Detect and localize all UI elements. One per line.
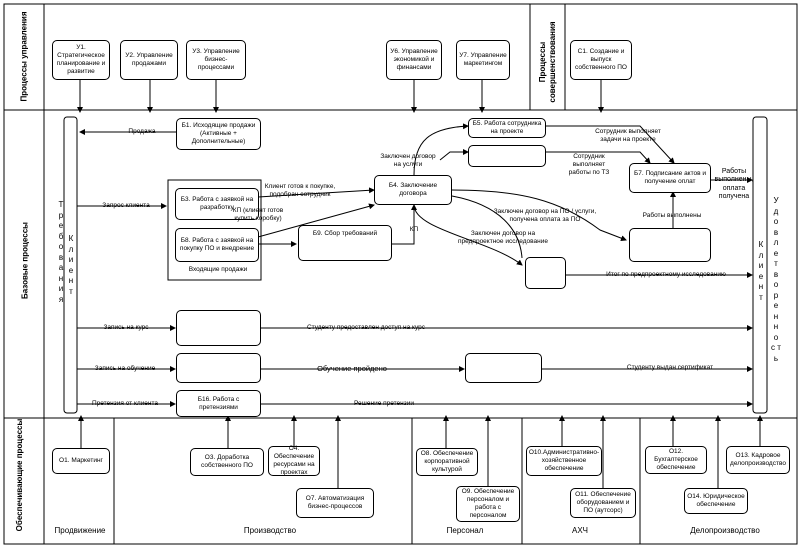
edge-paid: Работы выполнены, оплата получена: [714, 168, 754, 201]
edge-research-result: Итог по предпроектному исследованию: [606, 271, 726, 278]
process-o11[interactable]: О11. Обеспечение оборудованием и ПО (аут…: [570, 488, 636, 518]
edge-work-done: Работы выполнены: [642, 212, 702, 219]
process-o3[interactable]: О3. Доработка собственного ПО: [190, 448, 264, 476]
process-empty-3[interactable]: [525, 257, 566, 289]
section-ahch: АХЧ: [571, 526, 588, 535]
edge-claim-solution: Решение претензии: [353, 400, 415, 407]
lane-management-title: Процессы управления: [19, 11, 29, 102]
process-b3[interactable]: Б3. Работа с заявкой на разработку: [175, 188, 259, 220]
process-u6[interactable]: У6. Управление экономикой и финансами: [386, 40, 442, 80]
process-b16[interactable]: Б16. Работа с претензиями: [176, 390, 261, 417]
edge-claim: Претензия от клиента: [91, 400, 159, 407]
lane-support-title: Обеспечивающие процессы: [15, 418, 24, 532]
process-b5[interactable]: Б5. Работа сотрудника на проекте: [468, 118, 546, 138]
process-o8[interactable]: О8. Обеспечение корпоративной культурой: [416, 448, 478, 476]
process-c1[interactable]: С1. Создание и выпуск собственного ПО: [570, 40, 632, 80]
process-b1[interactable]: Б1. Исходящие продажи (Активные + Дополн…: [176, 118, 261, 150]
process-o7[interactable]: О7. Автоматизация бизнес-процессов: [296, 488, 374, 518]
edge-emp-done: Сотрудник выполняет задачи на проекте: [595, 128, 661, 143]
process-o10[interactable]: О10.Административно-хозяйственное обеспе…: [526, 446, 602, 476]
process-u2[interactable]: У2. Управление продажами: [120, 40, 178, 80]
process-b7[interactable]: Б7. Подписание актов и получение оплат: [629, 163, 711, 193]
process-empty-training[interactable]: [176, 353, 261, 383]
edge-certificate: Студенту выдан сертификат: [626, 364, 714, 371]
edge-signed: Заключен договор на услуги: [380, 153, 436, 168]
client-right-satisfaction: У д о в л е т в о р е н н о с т ь: [771, 196, 781, 363]
section-docs: Делопроизводство: [690, 526, 760, 535]
section-promo: Продвижение: [54, 526, 106, 535]
edge-training: Запись на обучение: [94, 365, 156, 372]
client-left-label: К л и е н т: [68, 234, 74, 296]
lane-improvement-title: Процессы совершенствования: [538, 21, 557, 103]
incoming-sales-label: Входящие продажи: [188, 266, 248, 273]
edge-sale: Продажа: [128, 128, 156, 135]
edge-course: Запись на курс: [103, 324, 149, 331]
client-left-requirements: Т р е б о в а н и я: [58, 200, 64, 304]
edge-course-access: Студенту предоставлен доступ на курс: [306, 324, 426, 331]
edge-pre-research: Заключен договор на предпроектное исслед…: [458, 230, 548, 245]
edge-kp-ready: КП (клиент готов купить коробку): [232, 207, 284, 222]
section-staff: Персонал: [446, 526, 484, 535]
process-empty-1[interactable]: [468, 145, 546, 167]
edge-kp: КП: [409, 226, 419, 233]
process-b9[interactable]: Б9. Сбор требований: [298, 225, 392, 261]
process-empty-training-2[interactable]: [465, 353, 542, 383]
process-o4[interactable]: О4. Обеспечение ресурсами на проектах: [268, 445, 320, 476]
process-o13[interactable]: О13. Кадровое делопроизводство: [726, 446, 790, 474]
process-b4[interactable]: Б4. Заключение договора: [374, 175, 452, 205]
section-prod: Производство: [243, 526, 297, 535]
process-o1[interactable]: О1. Маркетинг: [52, 448, 110, 474]
edge-ready: Клиент готов к покупке, подобран сотрудн…: [264, 183, 336, 198]
process-u7[interactable]: У7. Управление маркетингом: [456, 40, 510, 80]
process-o12[interactable]: О12. Бухгалтерское обеспечение: [645, 446, 707, 474]
edge-request: Запрос клиента: [102, 202, 150, 209]
edge-training-done: Обучение пройдено: [317, 364, 387, 373]
lane-base-title: Базовые процессы: [20, 222, 30, 299]
process-u1[interactable]: У1. Стратегическое планирование и развит…: [52, 40, 110, 80]
process-b8[interactable]: Б8. Работа с заявкой на покупку ПО и вне…: [175, 228, 259, 262]
process-u3[interactable]: У3. Управление бизнес-процессами: [186, 40, 246, 80]
client-right-label: К л и е н т: [758, 240, 764, 302]
edge-contract-po: Заключен договор на ПО / услуги, получен…: [493, 208, 597, 223]
process-empty-course[interactable]: [176, 310, 261, 346]
process-o9[interactable]: О9. Обеспечение персоналом и работа с пе…: [456, 486, 520, 522]
process-empty-2[interactable]: [629, 228, 711, 262]
process-o14[interactable]: О14. Юридическое обеспечение: [684, 488, 748, 514]
edge-emp-tz: Сотрудник выполняет работы по ТЗ: [568, 153, 610, 176]
